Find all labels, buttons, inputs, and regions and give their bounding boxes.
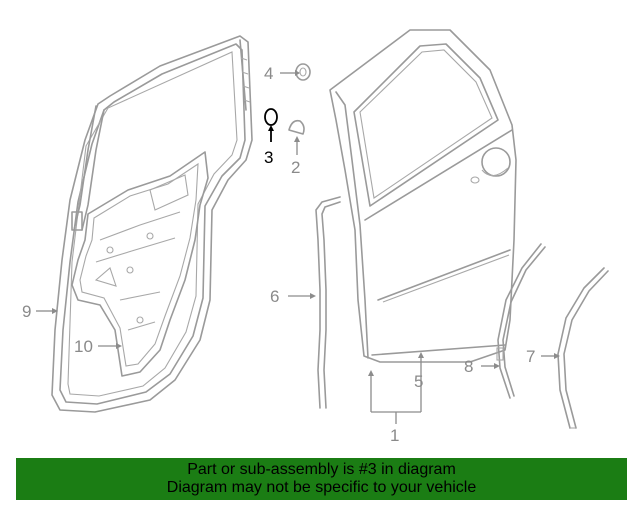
door-frame-weatherstrip [51, 35, 253, 413]
callout-3-highlighted: 3 [264, 148, 273, 167]
inner-door-panel [71, 151, 209, 377]
callout-2: 2 [291, 158, 300, 177]
door-weatherstrip-part-6 [315, 196, 341, 409]
callout-5: 5 [414, 372, 423, 391]
clip-part-2 [288, 119, 305, 135]
leader-lines [36, 70, 560, 424]
callout-4: 4 [264, 64, 273, 83]
banner-line-disclaimer: Diagram may not be specific to your vehi… [166, 479, 477, 496]
door-shell [329, 29, 517, 363]
callout-1: 1 [390, 426, 399, 445]
banner-line-part-info: Part or sub-assembly is #3 in diagram [187, 461, 456, 478]
callout-9: 9 [22, 302, 31, 321]
callout-7: 7 [526, 347, 535, 366]
callout-8: 8 [464, 357, 473, 376]
callout-6: 6 [270, 287, 279, 306]
plug-part-3 [264, 108, 278, 126]
moulding-part-7 [557, 267, 609, 429]
callout-10: 10 [74, 337, 93, 356]
info-banner: Part or sub-assembly is #3 in diagram Di… [16, 458, 627, 500]
moulding-part-8 [496, 243, 546, 399]
